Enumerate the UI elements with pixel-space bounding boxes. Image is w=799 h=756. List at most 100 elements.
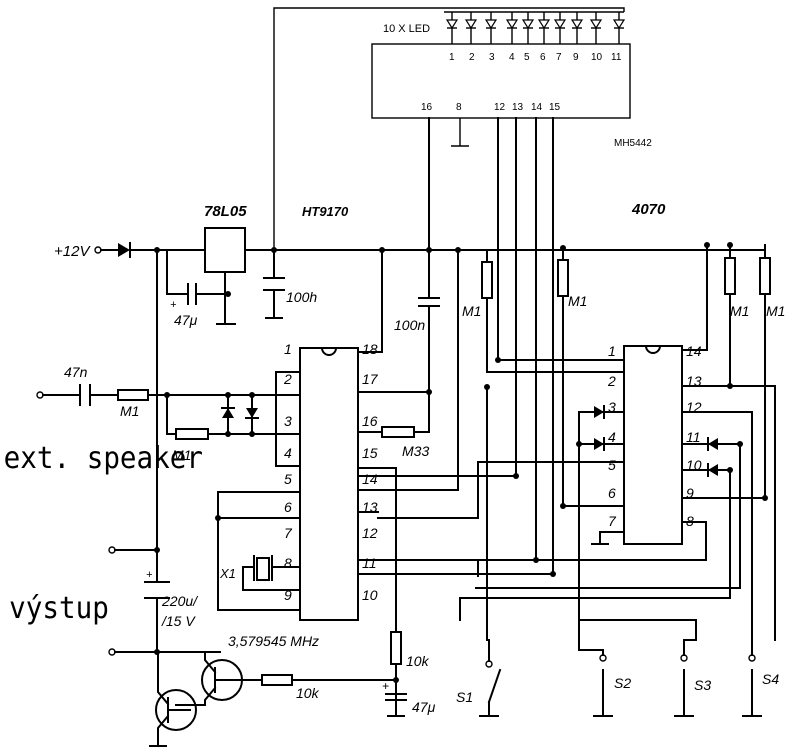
vystup-label: výstup: [9, 590, 109, 625]
transistor: [155, 689, 197, 731]
mh5442-pin: 14: [531, 102, 543, 113]
ht9170-pin-number: 4: [284, 445, 292, 461]
ht9170-pin-number: 14: [362, 471, 378, 487]
ht9170-pin-number: 5: [284, 471, 292, 487]
switch-s1[interactable]: S1: [456, 639, 502, 717]
cmos-pin-number: 1: [608, 343, 616, 359]
mh5442-pin: 6: [540, 52, 546, 63]
mh5442-pin: 3: [489, 52, 495, 63]
led-icon: [589, 12, 603, 44]
mh5442-pin: 16: [421, 102, 433, 113]
resistor-value: M1: [120, 403, 139, 419]
cmos-pin-number: 11: [686, 429, 701, 445]
regulator-name: 78L05: [204, 203, 247, 220]
svg-text:+: +: [382, 679, 389, 693]
ht9170-pin-number: 16: [362, 413, 378, 429]
crystal-label: X1: [219, 566, 236, 581]
ht9170-pin-number: 2: [283, 371, 292, 387]
resistor-value: M1: [766, 303, 785, 319]
data-bus: [357, 117, 776, 641]
cap-value: 47μ: [412, 699, 436, 715]
mh5442-pin: 7: [556, 52, 562, 63]
led-icon: [537, 12, 551, 44]
led-icon: [484, 12, 498, 44]
ht9170-pin-number: 7: [284, 525, 293, 541]
mh5442-pin: 2: [469, 52, 475, 63]
ht9170-pin-number: 1: [284, 341, 292, 357]
ht9170-pin-number: 17: [362, 371, 379, 387]
mh5442-pin: 11: [611, 52, 622, 63]
cmos-pin-number: 4: [608, 429, 616, 445]
cmos-pin-number: 7: [608, 513, 617, 529]
resistor-value: 10k: [296, 685, 320, 701]
cap-100n-b: 100n: [357, 249, 440, 395]
crystal-frequency: 3,579545 MHz: [228, 633, 319, 649]
mh5442-pin: 15: [549, 102, 561, 113]
led-supply-wire: [273, 7, 625, 248]
led-icon: [464, 12, 478, 44]
led-array: [444, 11, 626, 44]
led-icon: [553, 12, 567, 44]
cmos-pin-number: 5: [608, 457, 616, 473]
cmos-name: 4070: [631, 201, 666, 218]
resistor-value: M1: [568, 293, 587, 309]
switch-label: S2: [614, 675, 631, 691]
ext-speaker-label: ext. speaker: [4, 440, 203, 475]
regulator-78l05: 78L05: [204, 203, 247, 325]
svg-text:+: +: [146, 569, 153, 581]
ht9170-pin-number: 6: [284, 499, 292, 515]
input-network: 47n M1 M1: [36, 364, 301, 467]
mh5442-name: MH5442: [614, 138, 652, 149]
mh5442-pin: 1: [449, 52, 455, 63]
cmos-pin-number: 6: [608, 485, 616, 501]
cap-value: 47n: [64, 364, 88, 380]
ht9170-pin-number: 3: [284, 413, 292, 429]
mh5442-pin: 5: [524, 52, 530, 63]
led-icon: [521, 12, 535, 44]
resistor-m33: M33: [357, 391, 430, 459]
ht9170-pin-number: 11: [362, 555, 377, 571]
mh5442-pin: 10: [591, 52, 603, 63]
resistor-value: M1: [730, 303, 749, 319]
ht9170-pin-number: 8: [284, 555, 292, 571]
led-icon: [445, 12, 459, 44]
output-section: + 220u/ /15 V 10k 10k + 47μ: [108, 249, 436, 747]
wire-pin5-6: [217, 491, 301, 611]
led-icon: [505, 12, 519, 44]
supply-rail: +12V: [54, 242, 766, 260]
cap-value: 100h: [286, 289, 317, 305]
ht9170-pin-number: 15: [362, 445, 378, 461]
crystal-x1: X1 3,579545 MHz: [219, 555, 319, 649]
cmos-pin-number: 2: [607, 373, 616, 389]
switch-s3[interactable]: S3: [674, 639, 711, 717]
switch-s2[interactable]: S2: [578, 619, 631, 717]
cmos-pin-number: 9: [686, 485, 694, 501]
cap-47u-reg: + 47μ: [166, 249, 231, 328]
led-array-label: 10 X LED: [383, 23, 430, 35]
switch-s4[interactable]: S4: [742, 639, 779, 717]
mh5442-pin: 8: [456, 102, 462, 113]
ht9170-name: HT9170: [302, 204, 349, 219]
led-icon: [612, 12, 626, 44]
resistor-value: M1: [172, 447, 191, 463]
cap-value: 100n: [394, 317, 425, 333]
ht9170-pin-number: 9: [284, 587, 292, 603]
cap-100n-a: 100h: [263, 249, 317, 319]
ht9170-pin-number: 18: [362, 341, 378, 357]
switch-label: S3: [694, 677, 711, 693]
mh5442-pin: 9: [573, 52, 579, 63]
mh5442-ic: 10 X LED MH5442 1 2 3 4 5 6 7 9 10 11 16…: [371, 11, 652, 149]
ht9170-pin-number: 12: [362, 525, 378, 541]
cap-voltage: /15 V: [161, 613, 196, 629]
cap-value: 220u/: [161, 593, 199, 609]
resistor-value: M1: [462, 303, 481, 319]
svg-text:+: +: [170, 299, 177, 311]
wire-pin18: [357, 249, 383, 353]
pullup-resistors: M1 M1 M1 M1: [462, 244, 785, 507]
supply-label: +12V: [54, 243, 91, 260]
mh5442-pin: 12: [494, 102, 506, 113]
switch-label: S4: [762, 671, 779, 687]
mh5442-pin: 13: [512, 102, 524, 113]
